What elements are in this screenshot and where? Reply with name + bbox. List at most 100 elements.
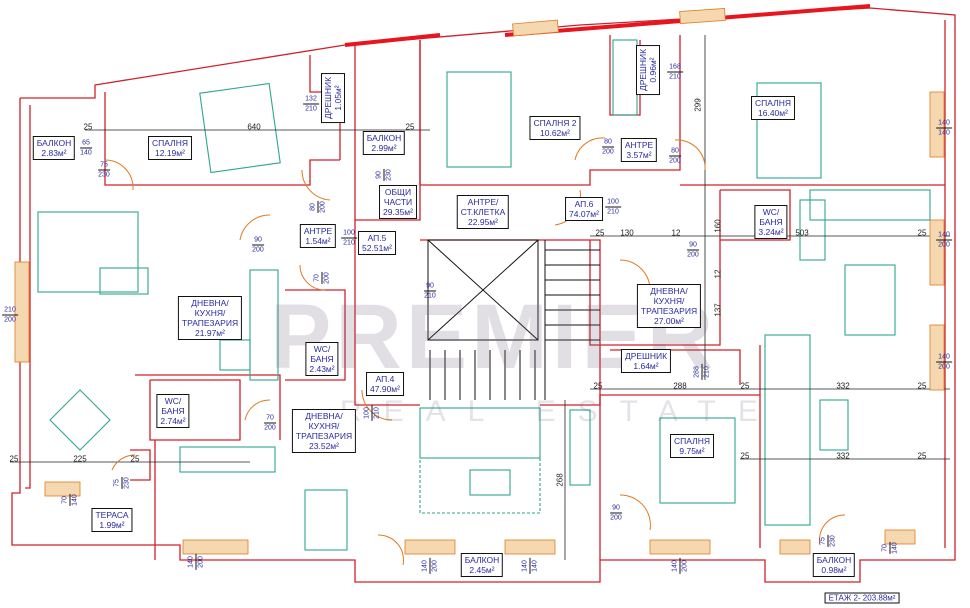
- opening-width: 90: [252, 236, 264, 246]
- room-area: 1.54м²: [305, 236, 331, 246]
- opening-width: 70: [880, 542, 891, 554]
- opening-width: 80: [669, 147, 681, 157]
- dimension-label: 25: [9, 454, 19, 464]
- opening-height: 140: [531, 560, 539, 572]
- room-area: 2.43м²: [309, 364, 335, 374]
- opening-height: 200: [323, 272, 331, 284]
- stair-steps: [429, 240, 600, 400]
- opening-width: 140: [420, 558, 431, 574]
- room-name: ДРЕШНИК: [323, 76, 333, 120]
- dimension-label: 25: [130, 454, 140, 464]
- opening-height: 210: [305, 105, 317, 113]
- opening-height: 230: [829, 535, 837, 547]
- room-name: АП.5: [367, 233, 387, 243]
- opening-height: 200: [669, 157, 681, 165]
- opening-width: 140: [520, 558, 531, 574]
- room-area: 2.83м²: [41, 148, 67, 158]
- room-area: 2.99м²: [371, 143, 397, 153]
- room-name: WC/ БАНЯ: [759, 207, 783, 227]
- facade-line: [344, 4, 871, 47]
- opening-width: 90: [610, 504, 622, 514]
- room-area: 47.90м²: [370, 384, 400, 394]
- room-area: 0.96м²: [648, 57, 658, 83]
- room-name: СПАЛНЯ: [755, 98, 791, 108]
- dimension-label: 25: [405, 122, 415, 132]
- opening-height: 200: [938, 241, 950, 249]
- dimension-label: 299: [693, 98, 703, 112]
- walls: [11, 7, 956, 583]
- room-area: 10.62м²: [540, 128, 570, 138]
- dimension-label: 268: [555, 473, 565, 487]
- dimension-label: 137: [713, 303, 723, 317]
- room-area: 1.05м²: [333, 85, 343, 111]
- opening-width: 100: [362, 405, 373, 421]
- opening-height: 200: [4, 316, 16, 324]
- opening-height: 200: [602, 148, 614, 156]
- room-area: 1.99м²: [99, 520, 125, 530]
- dimension-label: 25: [917, 381, 927, 391]
- room-name: БАЛКОН: [816, 555, 852, 565]
- opening-width: 140: [936, 119, 952, 129]
- dimension-label: 288: [673, 381, 687, 391]
- dimension-label: 25: [83, 122, 93, 132]
- room-name: ДРЕШНИК: [638, 48, 648, 92]
- room-name: WC/ БАНЯ: [310, 344, 334, 364]
- room-name: БАЛКОН: [36, 138, 72, 148]
- dimension-lines: [10, 35, 950, 560]
- room-name: АП.4: [375, 374, 395, 384]
- opening-width: 100: [341, 229, 357, 239]
- opening-width: 140: [936, 353, 952, 363]
- opening-width: 132: [303, 95, 319, 105]
- room-area: 2.74м²: [160, 416, 186, 426]
- opening-width: 168: [667, 63, 683, 73]
- opening-width: 75: [98, 161, 110, 171]
- opening-height: 230: [98, 171, 110, 179]
- opening-width: 80: [602, 138, 614, 148]
- furniture: [37, 39, 931, 551]
- opening-width: 140: [936, 231, 952, 241]
- opening-width: 90: [374, 169, 385, 181]
- room-area: 21.97м²: [195, 328, 225, 338]
- room-name: АП.6: [574, 199, 594, 209]
- room-area: 22.95м²: [468, 217, 498, 227]
- room-name: АНТРЕ: [624, 140, 654, 150]
- dimension-label: 225: [73, 454, 87, 464]
- opening-width: 100: [605, 198, 621, 208]
- opening-height: 200: [687, 251, 699, 259]
- opening-height: 200: [938, 363, 950, 371]
- room-area: 16.40м²: [758, 108, 788, 118]
- room-area: 27.00м²: [654, 316, 684, 326]
- room-name: БАЛКОН: [464, 555, 500, 565]
- dimension-label: 25: [740, 451, 750, 461]
